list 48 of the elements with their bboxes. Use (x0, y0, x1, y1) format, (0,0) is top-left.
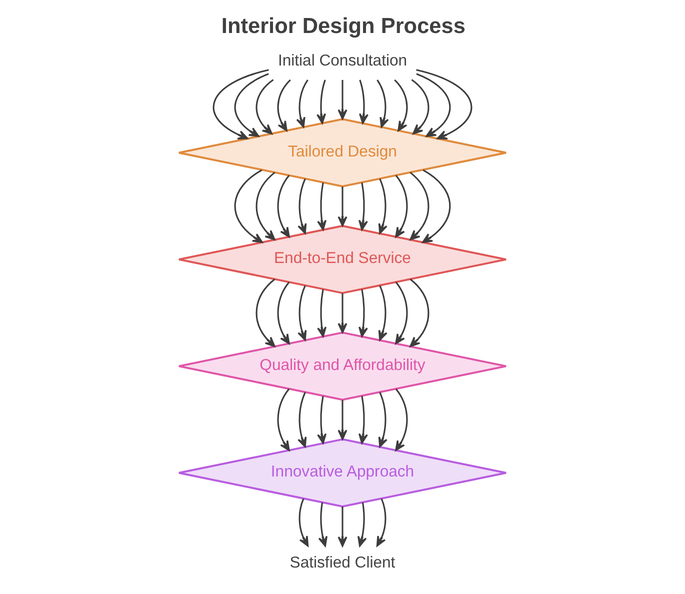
arrow (358, 80, 369, 124)
arrow (358, 182, 368, 230)
arrow (298, 392, 307, 448)
arrow (358, 396, 368, 444)
arrow (338, 186, 348, 226)
arrow (394, 79, 408, 132)
arrow (256, 278, 276, 348)
arrow (411, 79, 430, 134)
arrow (318, 502, 328, 547)
arrow (376, 498, 386, 547)
arrow (298, 285, 307, 341)
arrow (416, 73, 451, 137)
arrow (357, 502, 367, 547)
arrow (277, 388, 290, 452)
arrow (395, 174, 408, 238)
arrow (256, 79, 274, 134)
arrow (212, 69, 269, 140)
arrow (416, 69, 472, 140)
arrow (378, 178, 388, 234)
arrow (256, 172, 276, 240)
arrow (338, 400, 348, 440)
arrow (298, 178, 307, 234)
arrow (422, 169, 451, 243)
arrow (277, 174, 290, 238)
arrow (298, 498, 309, 547)
arrow (338, 506, 348, 547)
arrow (316, 80, 326, 124)
arrow (317, 396, 327, 444)
arrow (395, 388, 408, 452)
arrow (296, 80, 308, 128)
arrow (358, 289, 368, 338)
arrow (378, 285, 388, 341)
arrow (234, 169, 263, 243)
arrow (410, 278, 430, 348)
arrow (234, 73, 269, 137)
arrow (317, 182, 327, 230)
arrow (338, 80, 348, 120)
arrow (277, 282, 290, 344)
arrow (376, 80, 389, 128)
node-text: Satisfied Client (290, 554, 396, 572)
arrow (338, 293, 348, 334)
arrow (277, 79, 291, 132)
node-text: Initial Consultation (278, 52, 408, 70)
arrow (317, 289, 327, 338)
arrow (395, 282, 408, 344)
arrow (378, 392, 388, 448)
arrow (410, 172, 430, 240)
diagram-title: Interior Design Process (221, 12, 466, 38)
